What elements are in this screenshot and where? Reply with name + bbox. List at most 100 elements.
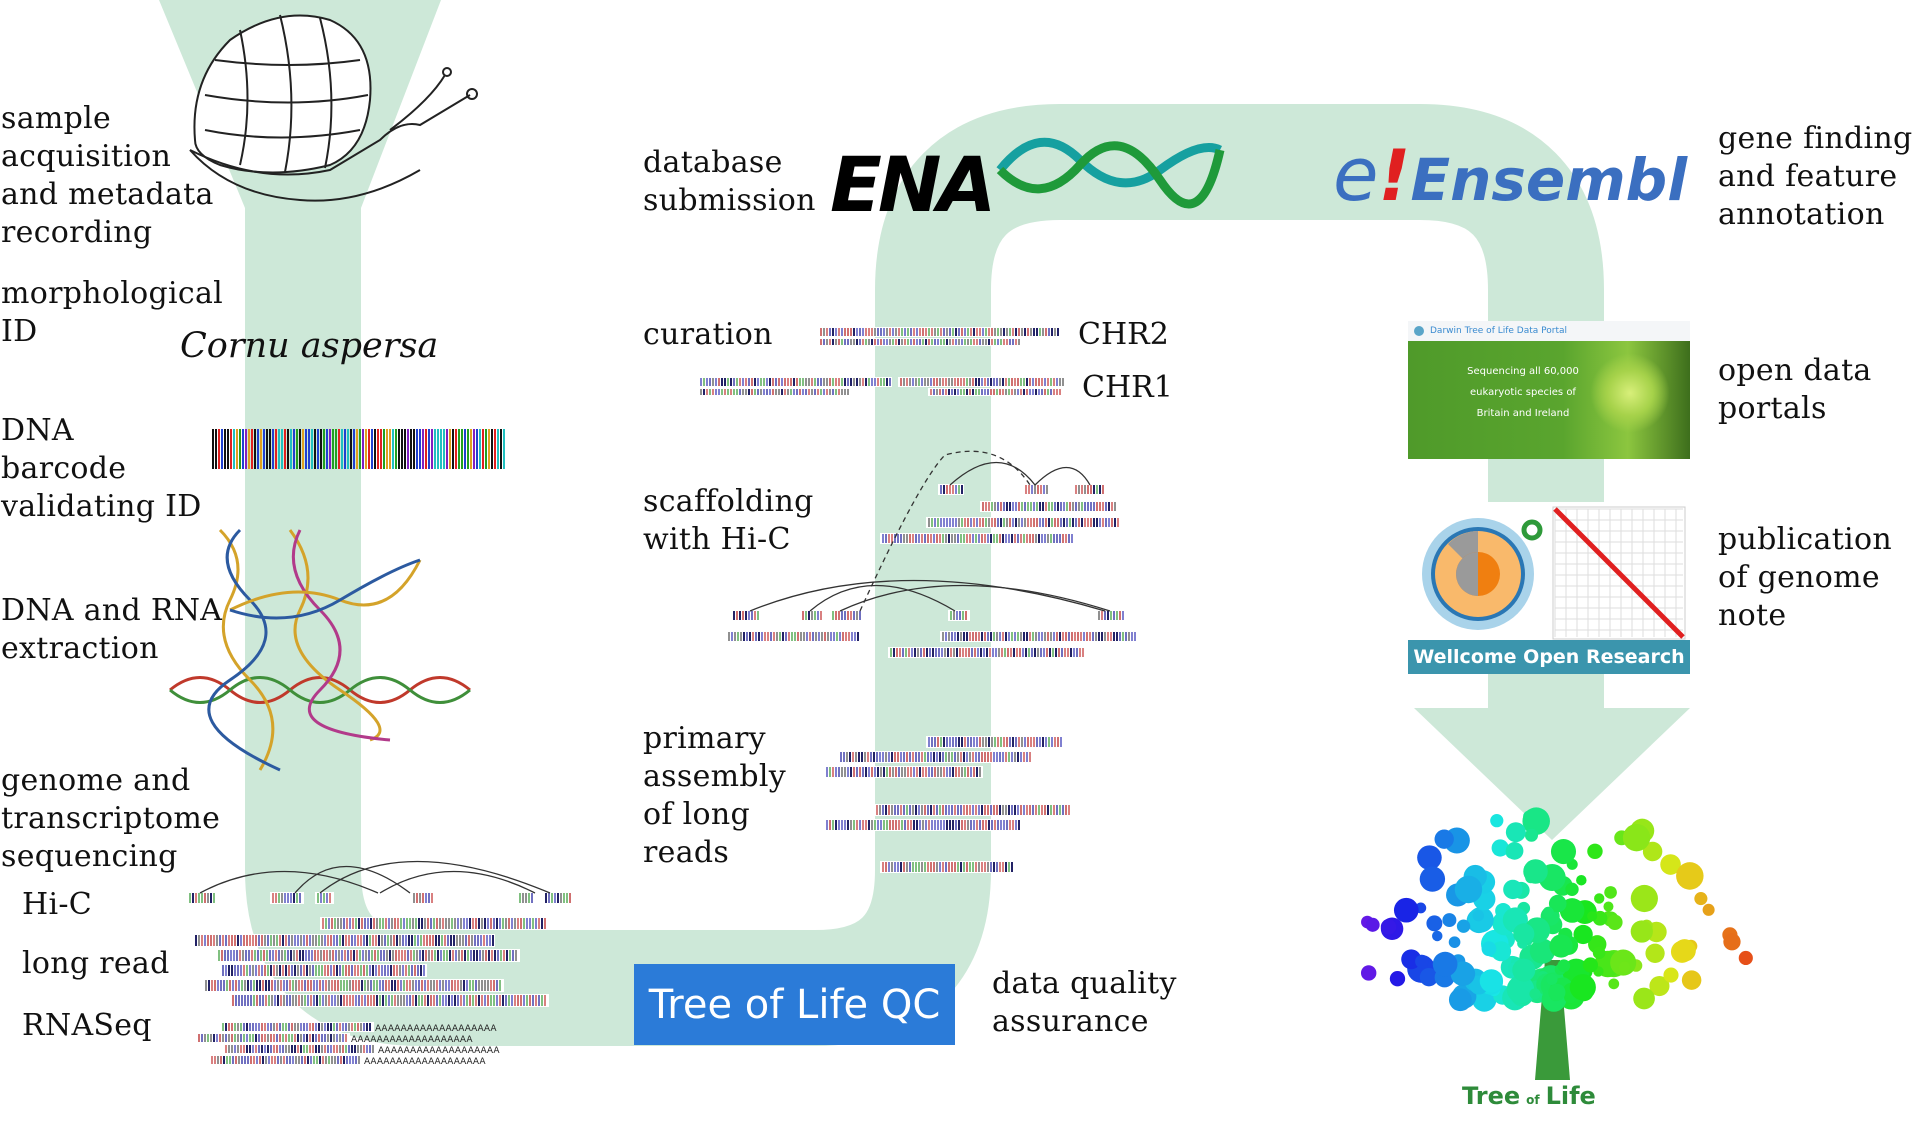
label-line: sequencing bbox=[1, 839, 178, 874]
organism-silhouette bbox=[1587, 911, 1598, 922]
label-line: submission bbox=[643, 183, 816, 218]
organism-silhouette bbox=[1529, 988, 1541, 1000]
organism-silhouette bbox=[1512, 958, 1536, 982]
long-read bbox=[216, 949, 520, 962]
sequence-read bbox=[824, 819, 1023, 831]
ena-logo: ENA bbox=[830, 140, 996, 229]
sequence-read bbox=[926, 517, 1120, 528]
hic-link bbox=[1034, 467, 1091, 486]
organism-silhouette bbox=[1548, 983, 1566, 1001]
poly-a-tail: AAAAAAAAAAAAAAAAAAA bbox=[378, 1046, 500, 1056]
organism-silhouette bbox=[1676, 862, 1704, 890]
organism-silhouette bbox=[1587, 843, 1603, 860]
label-line: validating ID bbox=[1, 489, 202, 524]
sequence-read bbox=[838, 751, 1032, 763]
organism-silhouette bbox=[1604, 886, 1617, 899]
sequence-read bbox=[698, 388, 852, 396]
organism-silhouette bbox=[1448, 988, 1472, 1012]
long-read bbox=[320, 917, 549, 930]
sequence-read bbox=[948, 610, 970, 621]
poly-a-tail: AAAAAAAAAAAAAAAAAAA bbox=[364, 1057, 486, 1067]
hic-link bbox=[199, 870, 379, 894]
label-line: scaffolding bbox=[643, 484, 814, 519]
organism-silhouette bbox=[1380, 919, 1397, 935]
organism-silhouette bbox=[1542, 906, 1554, 918]
sequence-read bbox=[818, 338, 1022, 346]
long-read bbox=[230, 994, 549, 1007]
data-quality-label: data quality assurance bbox=[992, 965, 1177, 1041]
organism-silhouette bbox=[1702, 903, 1715, 916]
organism-silhouette bbox=[1415, 954, 1429, 969]
sequence-read bbox=[940, 631, 1139, 642]
portal-header: Darwin Tree of Life Data Portal bbox=[1408, 321, 1690, 341]
rnaseq-read bbox=[220, 1022, 374, 1032]
organism-silhouette bbox=[1481, 941, 1497, 957]
organism-silhouette bbox=[1649, 975, 1670, 997]
label-line: assurance bbox=[992, 1004, 1149, 1039]
hic-read bbox=[187, 892, 217, 904]
organism-silhouette bbox=[1417, 845, 1442, 870]
sequence-read bbox=[898, 377, 1067, 387]
label-line: open data bbox=[1718, 353, 1872, 388]
hic-read bbox=[270, 892, 304, 904]
species-name: Cornu aspersa bbox=[180, 326, 439, 366]
hic-link bbox=[294, 865, 411, 894]
organism-silhouette bbox=[1673, 939, 1696, 962]
hic-link bbox=[949, 462, 1036, 486]
gene-finding-label: gene finding and feature annotation bbox=[1718, 120, 1913, 234]
portal-banner: Sequencing all 60,000 eukaryotic species… bbox=[1408, 341, 1690, 459]
organism-silhouette bbox=[1660, 854, 1681, 875]
rnaseq-read bbox=[209, 1055, 363, 1065]
organism-silhouette bbox=[1622, 823, 1651, 852]
organism-silhouette bbox=[1524, 828, 1539, 842]
genome-note-figures bbox=[1422, 506, 1686, 640]
sequence-read bbox=[731, 610, 760, 621]
data-portal-screenshot: Darwin Tree of Life Data Portal Sequenci… bbox=[1408, 321, 1690, 459]
ensembl-bang: ! bbox=[1378, 135, 1411, 217]
label-line: of long bbox=[643, 797, 750, 832]
organism-silhouette bbox=[1573, 924, 1593, 945]
sequence-read bbox=[698, 377, 892, 387]
sequence-read bbox=[888, 647, 1087, 658]
organism-silhouette bbox=[1426, 915, 1443, 932]
sequencing-label: genome and transcriptome sequencing bbox=[1, 762, 220, 876]
label-line: data quality bbox=[992, 966, 1177, 1001]
label-line: ID bbox=[1, 314, 38, 349]
organism-silhouette bbox=[1569, 974, 1596, 1001]
logo-life: Life bbox=[1545, 1082, 1596, 1110]
organism-silhouette bbox=[1419, 967, 1439, 987]
dna-barcode bbox=[212, 429, 505, 469]
hic-read bbox=[543, 892, 572, 904]
organism-silhouette bbox=[1456, 919, 1471, 933]
label-line: database bbox=[643, 145, 783, 180]
sequence-read bbox=[880, 861, 1016, 873]
organism-silhouette bbox=[1565, 882, 1579, 896]
wellcome-open-research-banner: Wellcome Open Research bbox=[1408, 640, 1690, 674]
primary-assembly-label: primary assembly of long reads bbox=[643, 720, 786, 872]
organism-silhouette bbox=[1490, 814, 1504, 828]
label-line: extraction bbox=[1, 631, 159, 666]
organism-silhouette bbox=[1549, 934, 1573, 958]
sequence-read bbox=[938, 484, 964, 495]
dna-barcode-label: DNA barcode validating ID bbox=[1, 412, 202, 526]
sequence-read bbox=[926, 736, 1065, 748]
label-line: transcriptome bbox=[1, 801, 221, 836]
chr1-label: CHR1 bbox=[1082, 370, 1173, 405]
hic-dashed-link bbox=[859, 450, 1031, 612]
label-line: sample bbox=[1, 101, 112, 136]
label-line: portals bbox=[1718, 391, 1827, 426]
ensembl-e: e bbox=[1333, 132, 1379, 218]
organism-silhouette bbox=[1389, 971, 1406, 987]
hic-read bbox=[315, 892, 334, 904]
flow-path bbox=[245, 104, 1604, 1046]
database-submission-label: database submission bbox=[643, 144, 816, 220]
organism-silhouette bbox=[1550, 839, 1577, 865]
organism-silhouette bbox=[1503, 879, 1523, 900]
label-line: with Hi-C bbox=[643, 522, 791, 557]
portal-image bbox=[1590, 353, 1670, 433]
organism-silhouette bbox=[1506, 975, 1535, 1004]
scaffolding-label: scaffolding with Hi-C bbox=[643, 483, 814, 559]
